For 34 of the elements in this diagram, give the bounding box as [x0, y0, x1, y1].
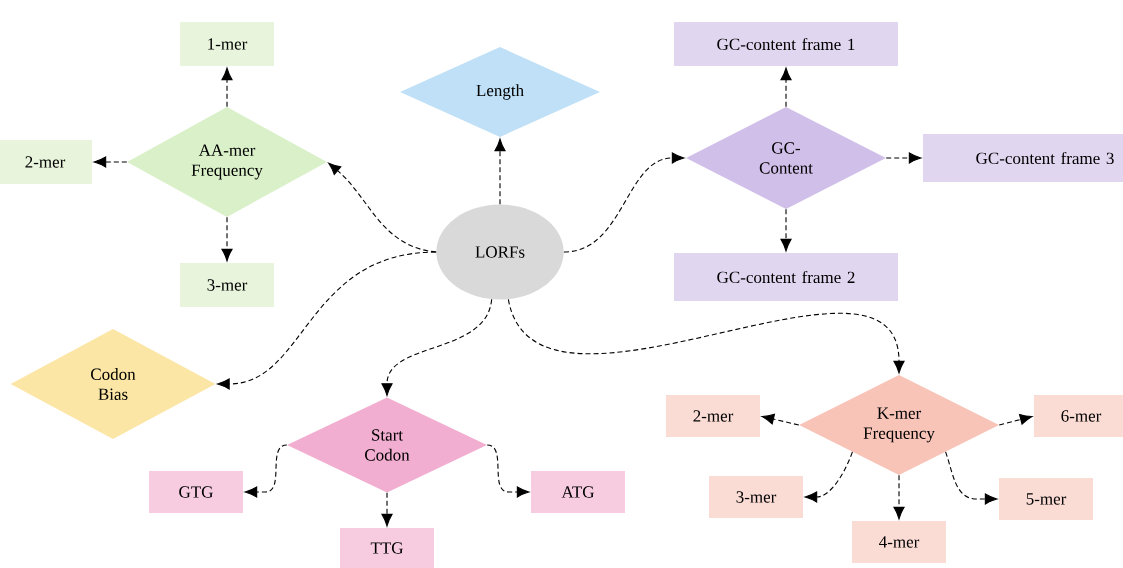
feature-box: 2-mer: [666, 395, 760, 437]
feature-box: 3-mer: [709, 476, 803, 518]
feature-box: 1-mer: [180, 22, 274, 66]
feature-box: GC-content frame 1: [674, 22, 898, 66]
arrow: [507, 298, 905, 374]
arrow: [998, 414, 1033, 426]
arrow: [244, 444, 288, 498]
arrow: [93, 156, 128, 168]
arrow: [893, 474, 905, 520]
arrow: [221, 216, 233, 262]
arrow: [945, 451, 998, 505]
arrow: [885, 152, 922, 164]
feature-box: 2-mer: [0, 140, 92, 184]
arrow: [486, 444, 530, 498]
arrow: [381, 492, 393, 527]
feature-box: TTG: [340, 528, 434, 568]
arrow: [804, 451, 853, 503]
feature-box: 5-mer: [999, 478, 1093, 520]
feature-box: GC-content frame 3: [923, 134, 1123, 182]
arrow: [761, 413, 800, 426]
arrow: [494, 138, 506, 205]
arrow: [381, 298, 493, 396]
arrow: [563, 152, 685, 253]
feature-box: 6-mer: [1034, 395, 1123, 437]
feature-box: GTG: [149, 471, 243, 513]
feature-box: 4-mer: [852, 521, 946, 563]
arrow: [217, 251, 437, 390]
feature-box: ATG: [531, 471, 625, 513]
feature-box: 3-mer: [180, 263, 274, 307]
feature-box: GC-content frame 2: [674, 253, 898, 301]
ellipse-node: LORFs: [436, 204, 564, 300]
arrow: [221, 67, 233, 108]
arrow: [780, 67, 792, 108]
arrow: [780, 208, 792, 252]
